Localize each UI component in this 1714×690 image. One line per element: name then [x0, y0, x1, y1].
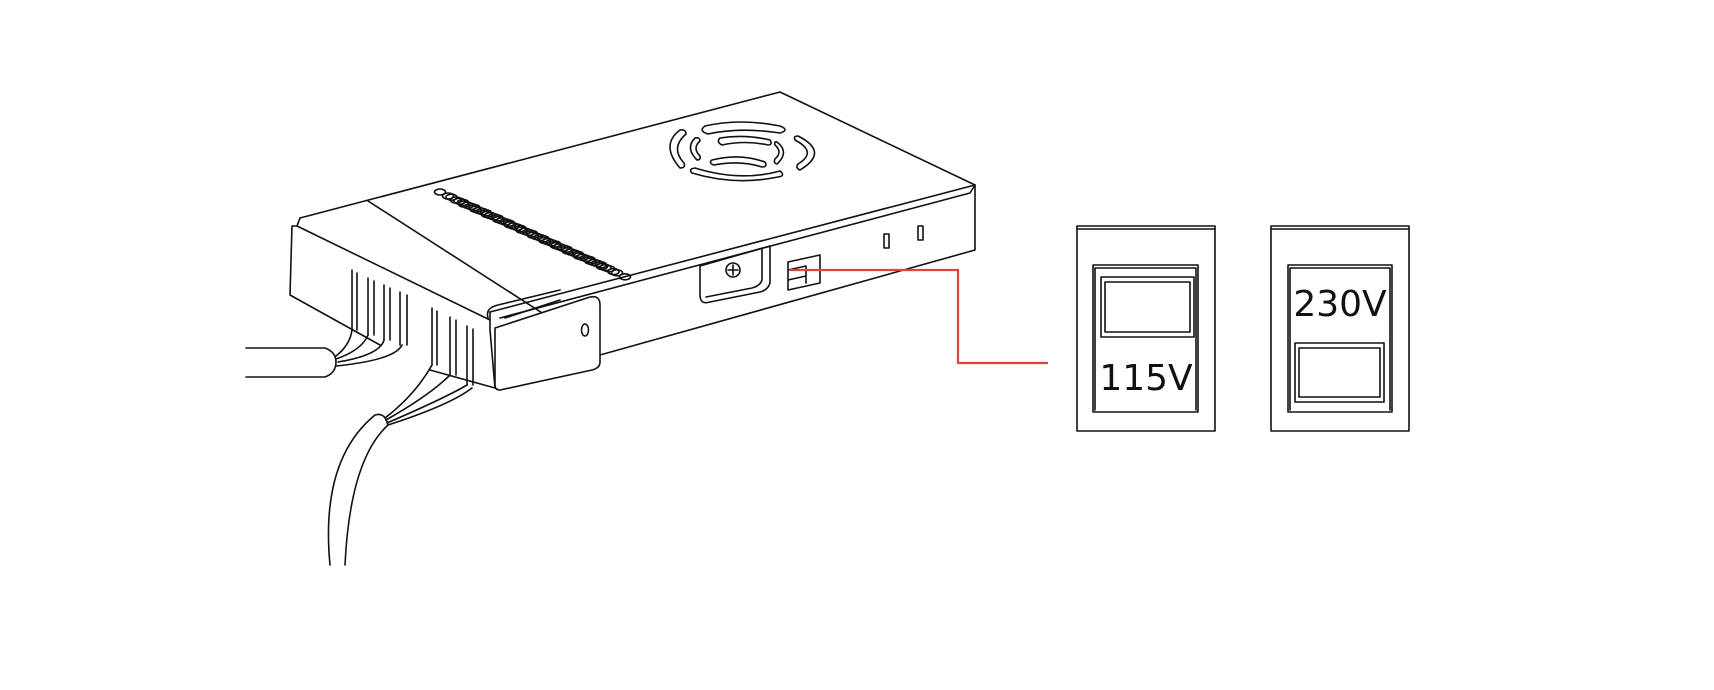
vent-hole	[468, 203, 481, 212]
vent-hole	[537, 235, 550, 243]
cable-left	[245, 329, 403, 378]
vent-hole	[514, 224, 527, 233]
vent-hole	[445, 193, 458, 201]
vent-hole	[610, 268, 624, 277]
vent-hole	[491, 214, 504, 222]
switch-panel-230v: 230V	[1270, 225, 1410, 432]
callout-line	[790, 268, 1048, 365]
vent-hole	[479, 209, 493, 217]
vent-hole	[571, 250, 585, 259]
switch-label-230v: 230V	[1293, 284, 1387, 325]
vent-hole	[548, 240, 562, 248]
cable-bottom	[327, 364, 473, 566]
vent-hole	[502, 219, 516, 227]
vent-hole	[456, 198, 470, 207]
vent-hole	[618, 272, 632, 281]
vent-hole	[602, 264, 616, 273]
power-supply-unit	[245, 91, 976, 566]
vent-hole	[433, 188, 447, 196]
vent-hole	[525, 229, 539, 238]
vent-hole	[583, 255, 596, 264]
switch-label-115v: 115V	[1099, 358, 1193, 399]
switch-panel-115v: 115V	[1076, 225, 1216, 432]
vent-hole	[594, 260, 608, 269]
vent-hole	[560, 245, 573, 253]
vent-holes	[433, 188, 632, 281]
fan-vent-icon	[669, 121, 816, 182]
